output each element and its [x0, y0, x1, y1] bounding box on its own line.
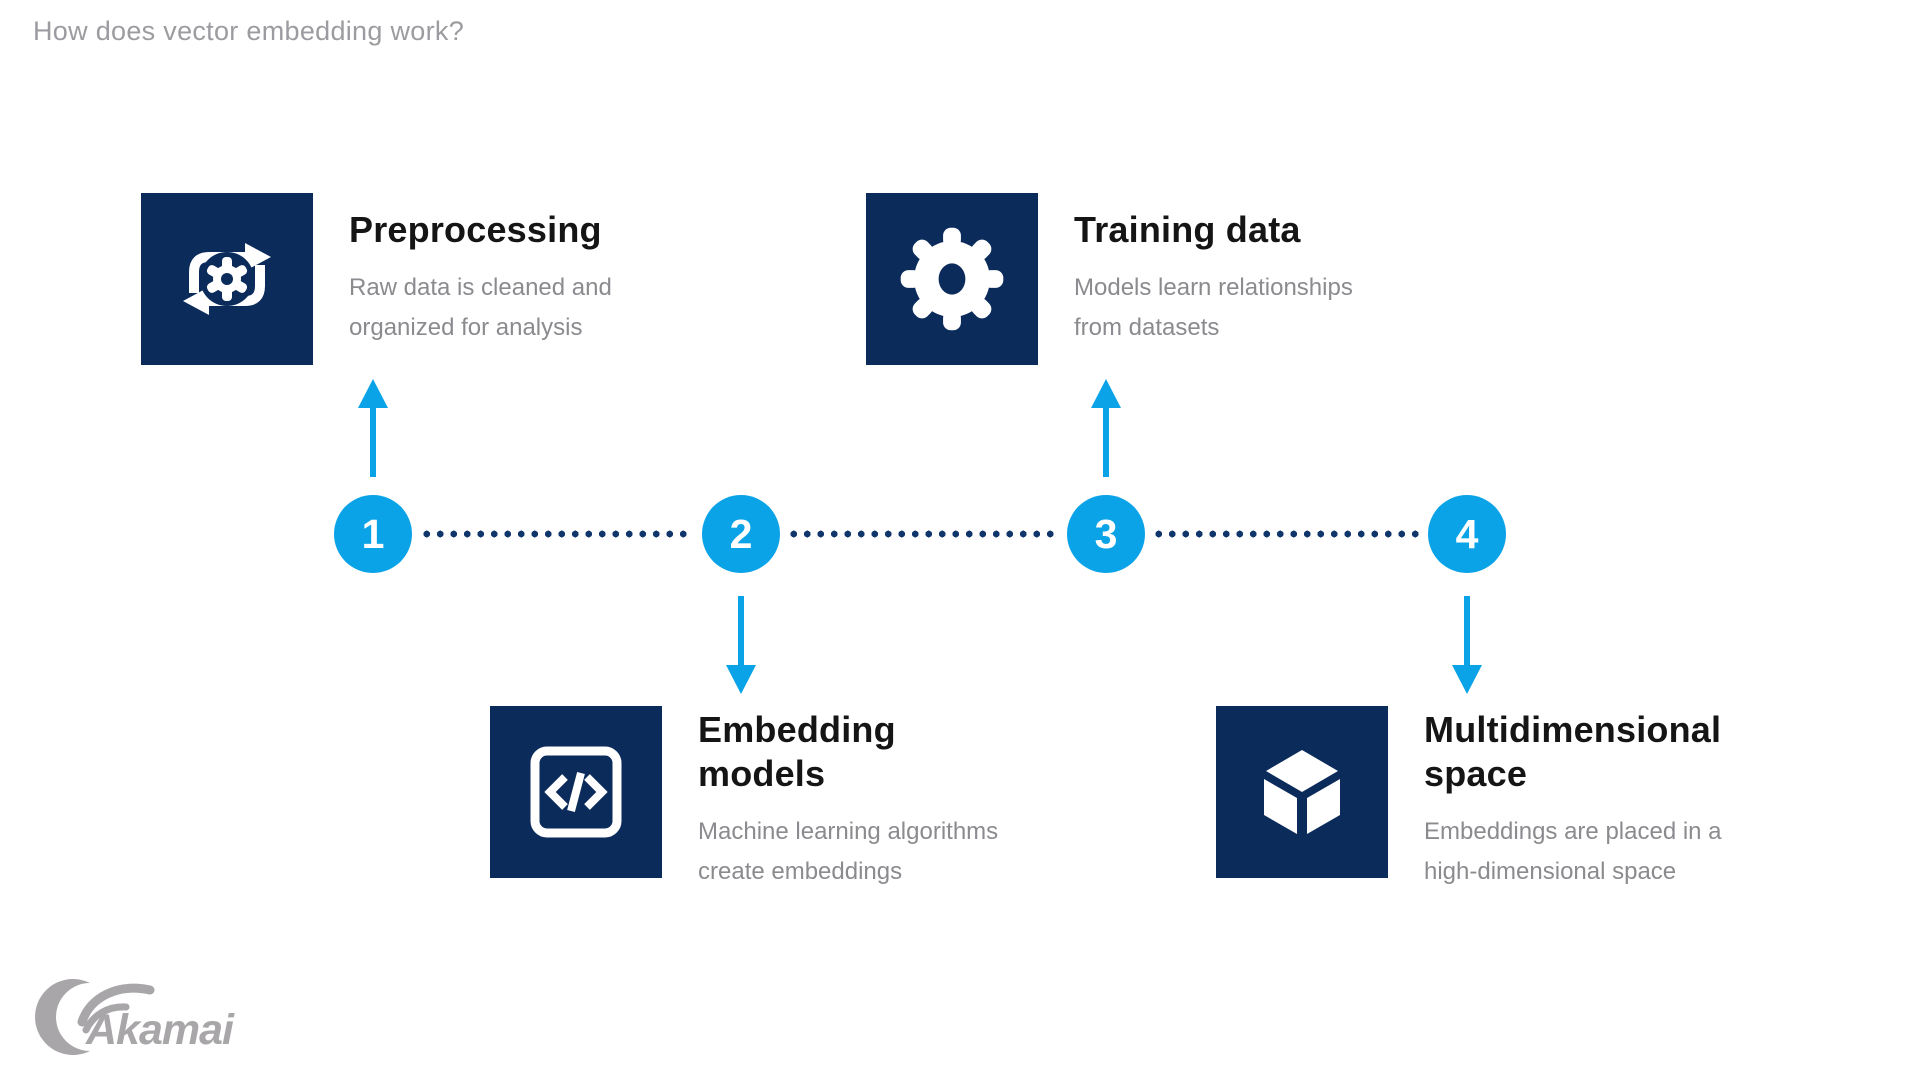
- step-description: Models learn relationships from datasets: [1074, 274, 1353, 341]
- cube-3d-icon: [1264, 750, 1340, 834]
- step-title: Training data: [1074, 209, 1301, 250]
- dotted-connector: [420, 530, 692, 538]
- step-tile: [141, 193, 313, 365]
- step-title: Multidimensional space: [1424, 709, 1722, 794]
- dotted-connector: [787, 530, 1058, 538]
- step-card-training-data: Training data Models learn relationships…: [866, 193, 1353, 365]
- akamai-wordmark: Akamai: [85, 1006, 235, 1054]
- gear-icon: [900, 227, 1004, 331]
- step-number-badge-4: 4: [1428, 495, 1506, 573]
- step-tile: [1216, 706, 1388, 878]
- arrow-down-icon: [1449, 596, 1485, 696]
- arrow-up-icon: [1088, 377, 1124, 477]
- step-number-badge-1: 1: [334, 495, 412, 573]
- page-title: How does vector embedding work?: [33, 16, 465, 46]
- arrow-up-icon: [355, 377, 391, 477]
- akamai-logo: Akamai: [30, 975, 240, 1063]
- step-card-embedding-models: Embedding models Machine learning algori…: [490, 706, 998, 885]
- akamai-swoosh-icon: [35, 979, 155, 1055]
- step-tile: [866, 193, 1038, 365]
- step-number-badge-2: 2: [702, 495, 780, 573]
- step-description: Machine learning algorithms create embed…: [698, 818, 999, 885]
- step-tile: [490, 706, 662, 878]
- step-card-preprocessing: Preprocessing Raw data is cleaned and or…: [141, 193, 612, 365]
- step-description: Embeddings are placed in a high-dimensio…: [1424, 818, 1722, 885]
- arrow-down-icon: [723, 596, 759, 696]
- step-title: Preprocessing: [349, 209, 602, 250]
- step-description: Raw data is cleaned and organized for an…: [349, 274, 612, 341]
- code-brackets-icon: [530, 746, 622, 838]
- dotted-connector: [1152, 530, 1419, 538]
- step-title: Embedding models: [698, 709, 896, 794]
- step-card-multidimensional-space: Multidimensional space Embeddings are pl…: [1216, 706, 1722, 885]
- sync-gear-icon: [183, 243, 271, 315]
- step-number-badge-3: 3: [1067, 495, 1145, 573]
